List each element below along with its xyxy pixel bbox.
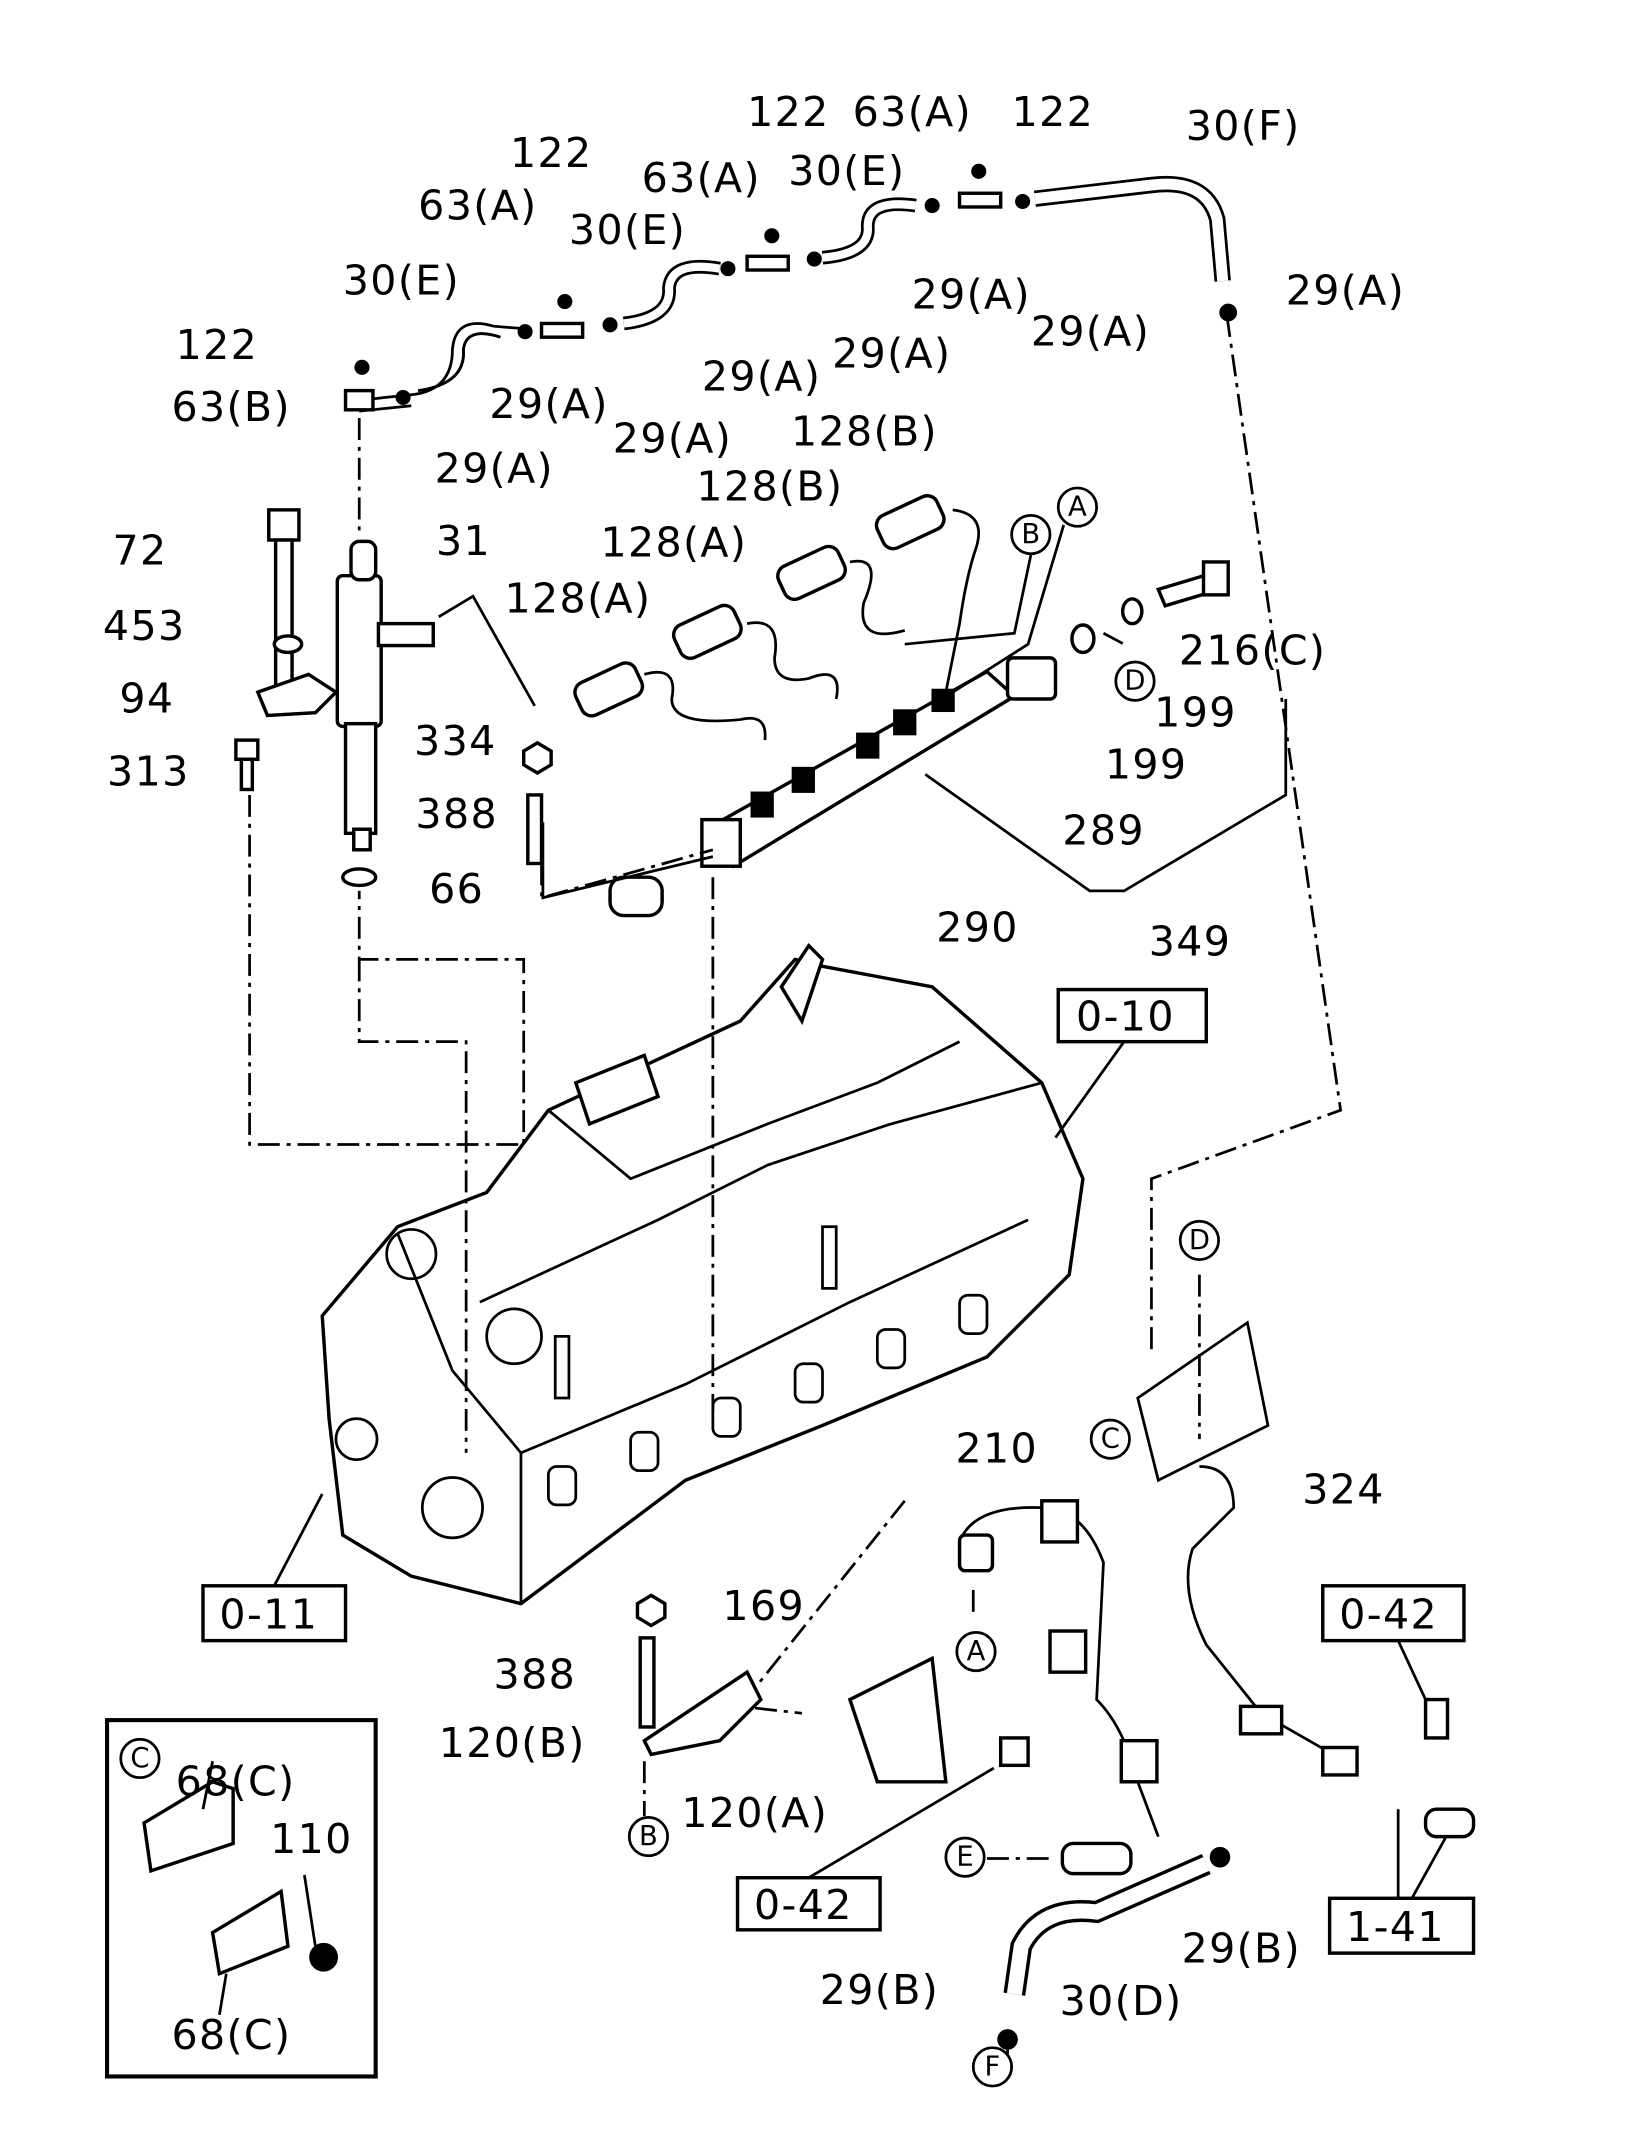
part-label[interactable]: 122 bbox=[1012, 88, 1095, 136]
injection-pipes bbox=[573, 494, 1066, 741]
connection-marker: E bbox=[956, 1842, 973, 1873]
connection-marker: D bbox=[1124, 666, 1145, 697]
part-label[interactable]: 199 bbox=[1154, 688, 1237, 736]
part-label[interactable]: 122 bbox=[510, 129, 593, 177]
return-hose-assembly bbox=[343, 163, 1238, 413]
part-label[interactable]: 120(A) bbox=[681, 1789, 828, 1837]
part-label[interactable]: 68(C) bbox=[176, 1757, 296, 1805]
section-ref[interactable]: 0-10 bbox=[1076, 993, 1175, 1041]
part-label[interactable]: 334 bbox=[414, 717, 497, 765]
part-label[interactable]: 122 bbox=[747, 88, 830, 136]
part-label[interactable]: 128(A) bbox=[505, 575, 652, 623]
pressure-limiter-289 bbox=[1005, 656, 1058, 701]
injector bbox=[335, 539, 435, 888]
part-label[interactable]: 216(C) bbox=[1179, 627, 1326, 675]
part-label[interactable]: 63(A) bbox=[642, 154, 761, 202]
part-label[interactable]: 388 bbox=[494, 1651, 577, 1699]
section-ref[interactable]: 1-41 bbox=[1346, 1903, 1445, 1951]
part-label[interactable]: 29(A) bbox=[1286, 266, 1405, 314]
part-label[interactable]: 63(A) bbox=[853, 88, 972, 136]
part-label[interactable]: 63(B) bbox=[171, 383, 290, 431]
section-ref[interactable]: 0-42 bbox=[1339, 1590, 1438, 1638]
part-label[interactable]: 128(B) bbox=[696, 462, 843, 510]
cylinder-head bbox=[320, 943, 1085, 1606]
part-label[interactable]: 120(B) bbox=[439, 1719, 586, 1767]
part-label[interactable]: 313 bbox=[107, 747, 190, 795]
assembly-lines bbox=[248, 315, 1343, 2056]
part-label[interactable]: 388 bbox=[415, 790, 498, 838]
connection-marker: C bbox=[1101, 1424, 1120, 1455]
part-label[interactable]: 72 bbox=[113, 527, 168, 575]
tee-fitting-63a bbox=[745, 254, 790, 272]
part-label[interactable]: 29(A) bbox=[613, 414, 732, 462]
tee-fitting-63b bbox=[343, 388, 375, 412]
lower-parts bbox=[635, 1465, 1476, 2050]
detail-box-c bbox=[104, 1718, 378, 2079]
connection-marker: C bbox=[130, 1743, 149, 1774]
part-label[interactable]: 29(A) bbox=[702, 353, 821, 401]
section-ref[interactable]: 0-11 bbox=[219, 1590, 318, 1638]
connection-marker: F bbox=[985, 2051, 1001, 2082]
tee-fitting-63a bbox=[957, 191, 1003, 209]
part-label[interactable]: 29(B) bbox=[820, 1966, 939, 2014]
part-label[interactable]: 324 bbox=[1302, 1466, 1385, 1514]
part-label[interactable]: 30(F) bbox=[1186, 102, 1301, 150]
connection-markers: A B D D C A B E F C bbox=[119, 486, 1220, 2088]
bolt-72 bbox=[234, 508, 339, 792]
part-label[interactable]: 29(A) bbox=[1031, 307, 1150, 355]
part-label[interactable]: 29(A) bbox=[912, 270, 1031, 318]
part-label[interactable]: 122 bbox=[176, 321, 259, 369]
part-label[interactable]: 30(D) bbox=[1060, 1977, 1183, 2025]
part-label[interactable]: 29(A) bbox=[435, 444, 554, 492]
part-label[interactable]: 210 bbox=[955, 1424, 1038, 1472]
pressure-sensor-290 bbox=[608, 875, 664, 918]
part-label[interactable]: 30(E) bbox=[788, 147, 905, 195]
connection-marker: A bbox=[1068, 492, 1087, 523]
part-label[interactable]: 63(A) bbox=[418, 181, 537, 229]
part-label[interactable]: 66 bbox=[429, 865, 484, 913]
part-label[interactable]: 199 bbox=[1105, 741, 1188, 789]
connection-marker: D bbox=[1189, 1225, 1210, 1256]
tee-fitting-63a bbox=[539, 321, 585, 339]
part-label[interactable]: 128(A) bbox=[600, 518, 747, 566]
part-label[interactable]: 289 bbox=[1062, 806, 1145, 854]
part-label[interactable]: 29(B) bbox=[1182, 1925, 1301, 1973]
part-label[interactable]: 29(A) bbox=[832, 329, 951, 377]
part-label[interactable]: 30(E) bbox=[569, 206, 686, 254]
section-references: 0-10 0-11 0-42 0-42 1-41 bbox=[201, 987, 1476, 1955]
part-label[interactable]: 31 bbox=[436, 517, 491, 565]
connection-marker: B bbox=[1021, 519, 1040, 550]
part-label[interactable]: 29(A) bbox=[489, 380, 608, 428]
part-label[interactable]: 169 bbox=[722, 1582, 805, 1630]
part-labels: 122 63(A) 122 30(F) 122 63(A) 30(E) 63(A… bbox=[103, 88, 1405, 2059]
part-label[interactable]: 349 bbox=[1149, 917, 1232, 965]
connection-marker: A bbox=[967, 1636, 986, 1667]
part-label[interactable]: 290 bbox=[936, 904, 1019, 952]
part-label[interactable]: 94 bbox=[119, 675, 174, 723]
section-ref[interactable]: 0-42 bbox=[754, 1881, 853, 1929]
part-label[interactable]: 110 bbox=[270, 1815, 353, 1863]
part-label[interactable]: 128(B) bbox=[791, 407, 938, 455]
connection-marker: B bbox=[639, 1821, 658, 1852]
part-label[interactable]: 68(C) bbox=[171, 2011, 291, 2059]
part-label[interactable]: 30(E) bbox=[343, 257, 460, 305]
part-label[interactable]: 453 bbox=[103, 602, 186, 650]
